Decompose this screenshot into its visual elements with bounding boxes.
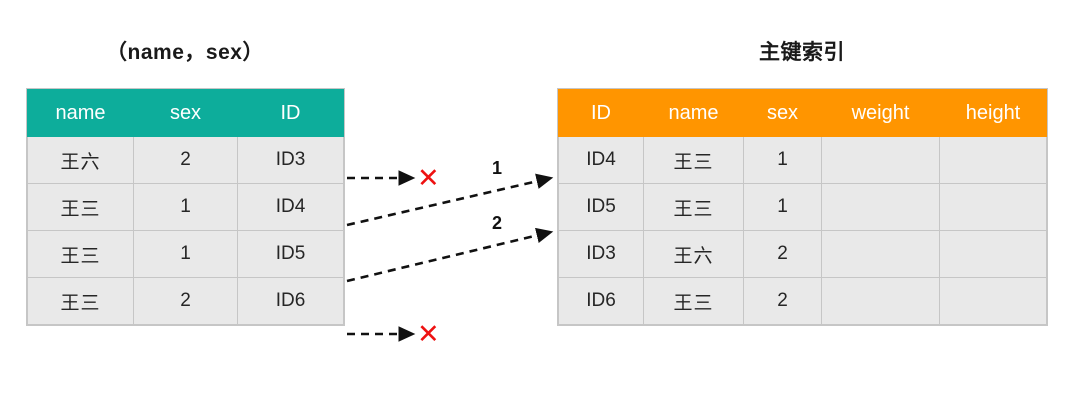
table-row: 王三 1 ID5 — [27, 230, 344, 278]
cell-name: 王三 — [27, 183, 134, 231]
table-row: ID4 王三 1 — [558, 136, 1047, 184]
table-row: ID6 王三 2 — [558, 277, 1047, 325]
column-header-weight: weight — [821, 89, 940, 137]
cell-name: 王三 — [643, 277, 744, 325]
cell-name: 王三 — [27, 277, 134, 325]
arrow-id5-to-primary-row2 — [346, 227, 554, 283]
right-table-title: 主键索引 — [759, 41, 845, 64]
column-header-height: height — [939, 89, 1047, 137]
cell-height — [939, 277, 1047, 325]
table-row: ID3 王六 2 — [558, 230, 1047, 278]
cell-name: 王三 — [27, 230, 134, 278]
primary-key-index-table: ID name sex weight height ID4 王三 1 ID5 王… — [558, 89, 1047, 325]
step-label-2: 2 — [492, 213, 503, 233]
arrow-id4-to-primary-row1 — [346, 173, 554, 227]
cell-name: 王六 — [27, 136, 134, 184]
cell-name: 王六 — [643, 230, 744, 278]
cell-sex: 2 — [743, 277, 822, 325]
table-row: 王三 2 ID6 — [27, 277, 344, 325]
cell-sex: 2 — [133, 136, 238, 184]
left-table-title: （name，sex） — [106, 41, 264, 64]
cell-id: ID5 — [237, 230, 344, 278]
cell-sex: 2 — [743, 230, 822, 278]
cell-sex: 1 — [133, 230, 238, 278]
cell-id: ID6 — [237, 277, 344, 325]
cell-id: ID3 — [558, 230, 644, 278]
cell-sex: 1 — [133, 183, 238, 231]
column-header-name: name — [27, 89, 134, 137]
table-header-row: name sex ID — [27, 89, 344, 137]
cell-sex: 2 — [133, 277, 238, 325]
step-label-1: 1 — [492, 158, 503, 178]
cell-sex: 1 — [743, 136, 822, 184]
cell-height — [939, 136, 1047, 184]
column-header-sex: sex — [743, 89, 822, 137]
table-header-row: ID name sex weight height — [558, 89, 1047, 137]
cell-id: ID4 — [558, 136, 644, 184]
column-header-name: name — [643, 89, 744, 137]
cell-sex: 1 — [743, 183, 822, 231]
column-header-sex: sex — [133, 89, 238, 137]
cell-weight — [821, 183, 940, 231]
cell-weight — [821, 230, 940, 278]
cell-id: ID3 — [237, 136, 344, 184]
table-row: 王三 1 ID4 — [27, 183, 344, 231]
secondary-index-table: name sex ID 王六 2 ID3 王三 1 ID4 王三 1 ID5 — [27, 89, 344, 325]
table-row: 王六 2 ID3 — [27, 136, 344, 184]
cell-weight — [821, 277, 940, 325]
column-header-id: ID — [558, 89, 644, 137]
column-header-id: ID — [237, 89, 344, 137]
cell-height — [939, 183, 1047, 231]
cell-height — [939, 230, 1047, 278]
cell-id: ID4 — [237, 183, 344, 231]
table-row: ID5 王三 1 — [558, 183, 1047, 231]
cell-weight — [821, 136, 940, 184]
cell-id: ID5 — [558, 183, 644, 231]
reject-x-icon: ✕ — [417, 163, 440, 194]
cell-id: ID6 — [558, 277, 644, 325]
reject-x-icon: ✕ — [417, 319, 440, 350]
cell-name: 王三 — [643, 136, 744, 184]
cell-name: 王三 — [643, 183, 744, 231]
